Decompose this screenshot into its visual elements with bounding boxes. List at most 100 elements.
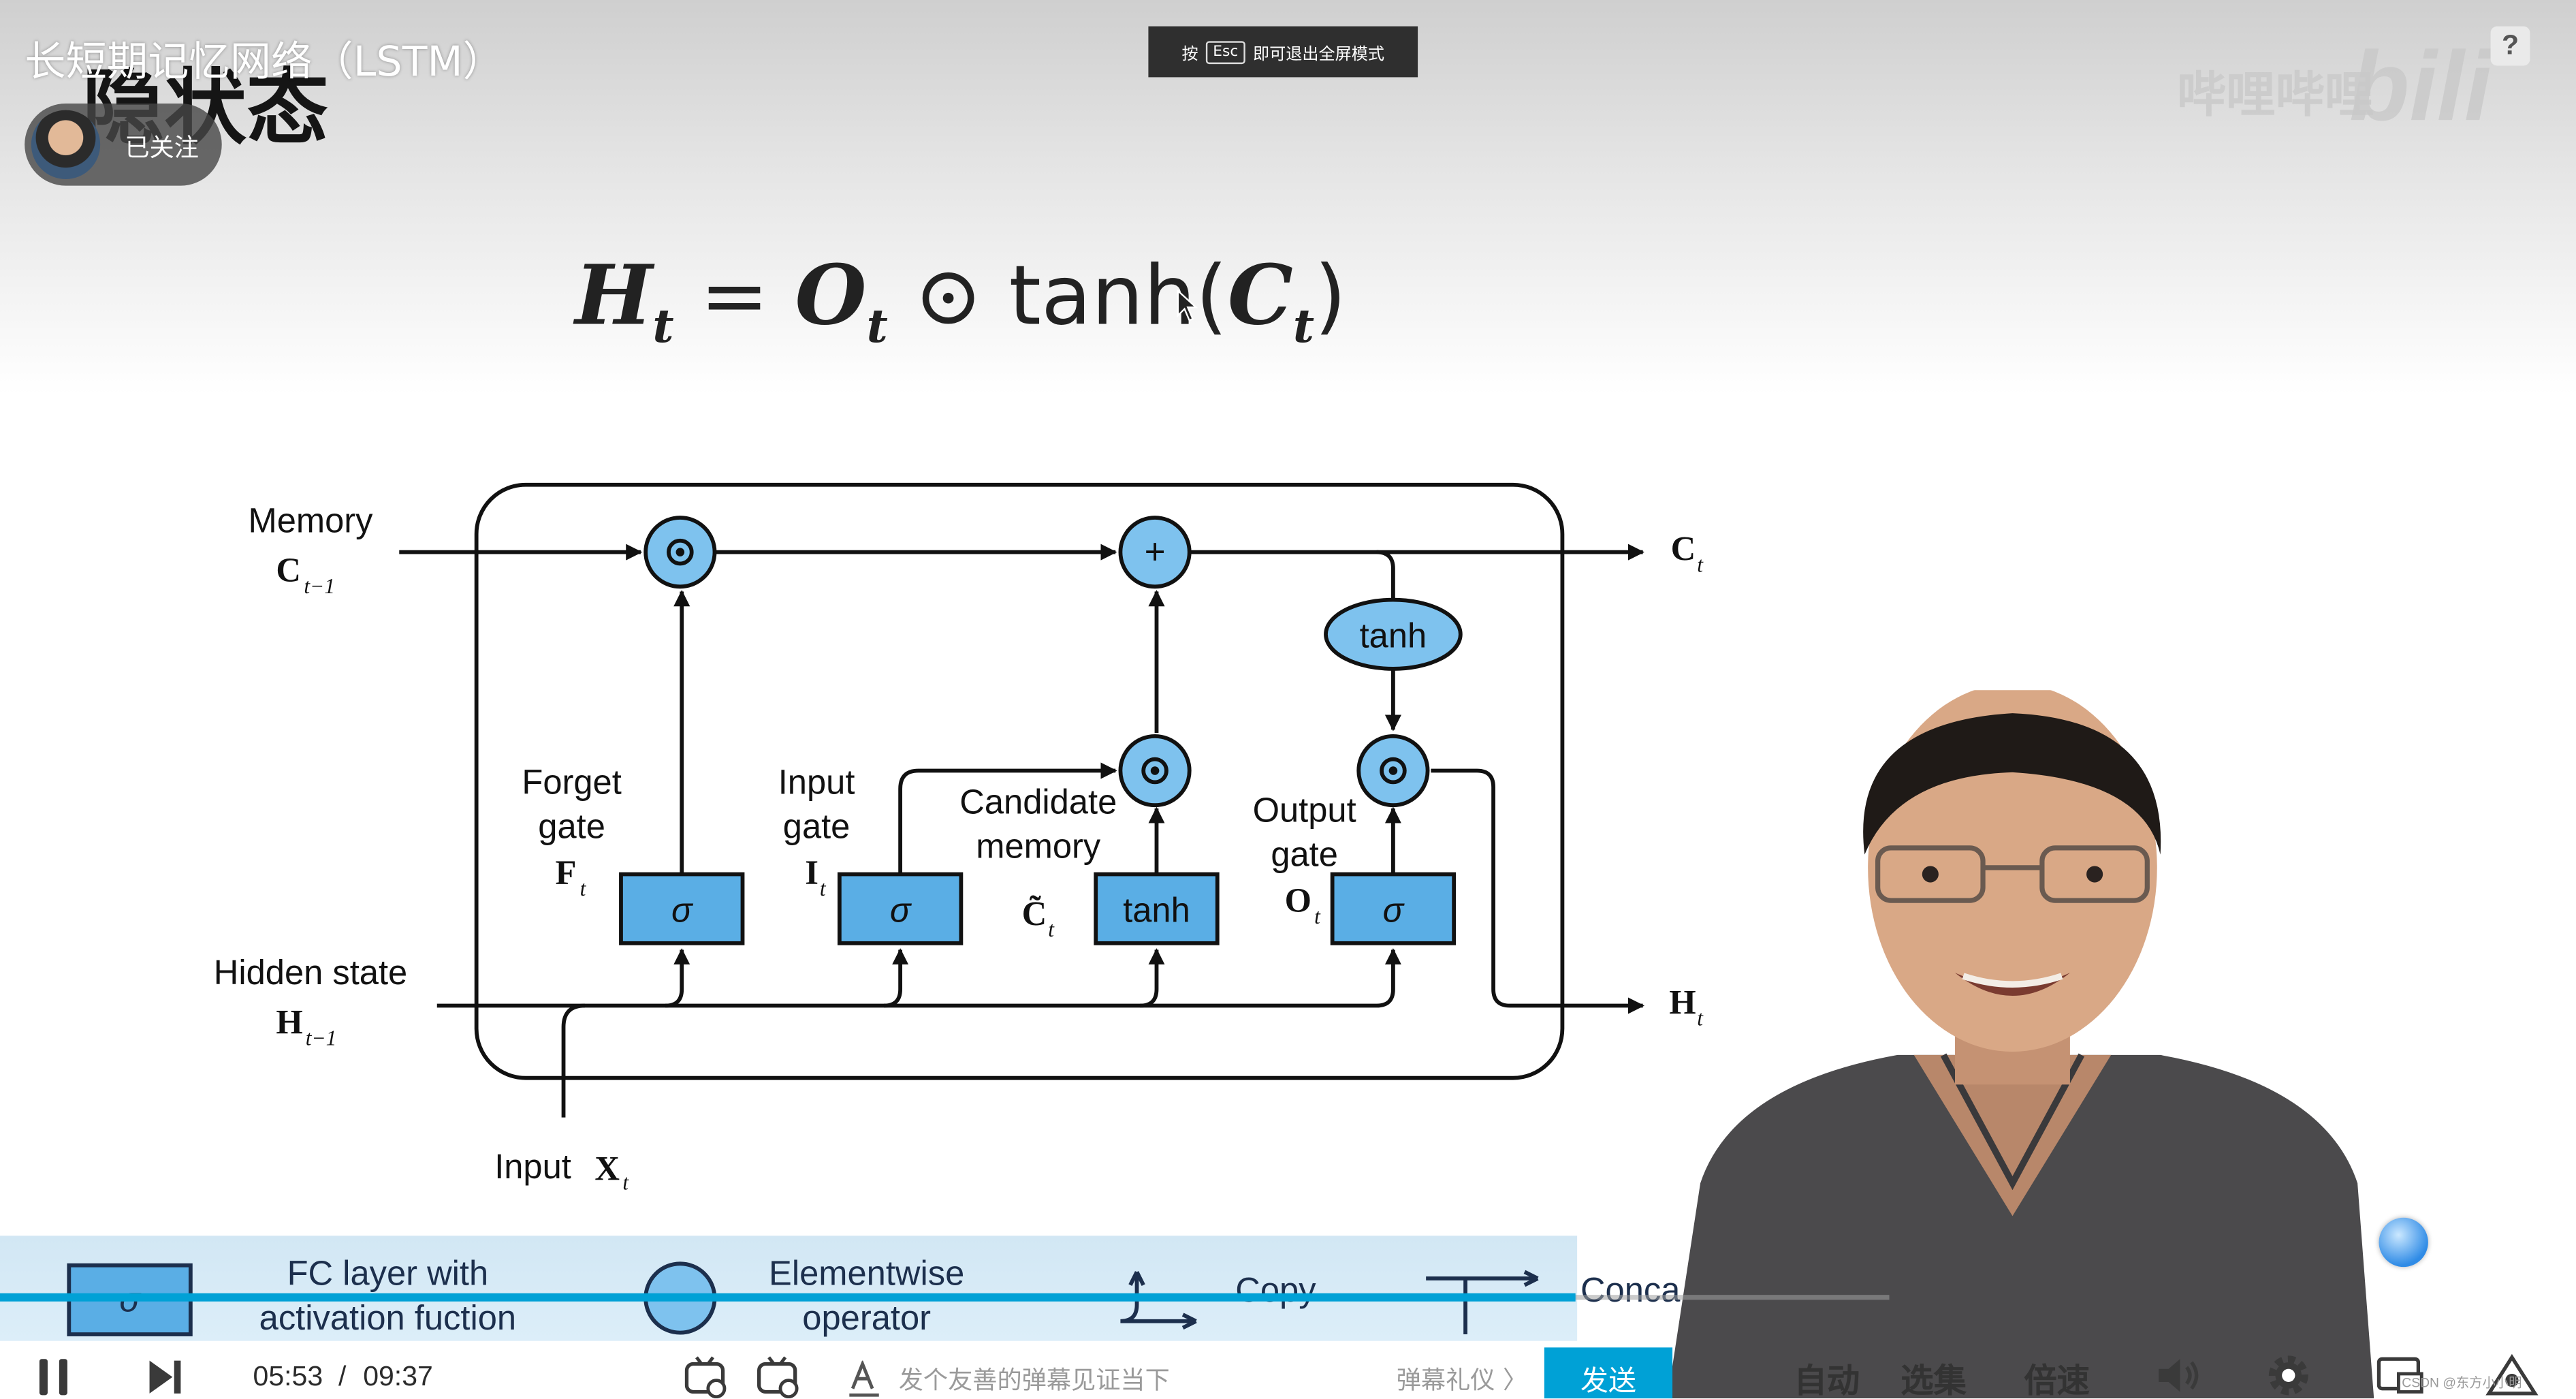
progress-played (0, 1293, 1576, 1302)
fullscreen-exit-hint: 按 Esc 即可退出全屏模式 (1148, 26, 1418, 78)
esc-hint-suffix: 即可退出全屏模式 (1253, 46, 1385, 65)
follow-label: 已关注 (125, 133, 199, 163)
time-separator: / (338, 1360, 347, 1392)
bilibili-watermark-logo: bili (2349, 31, 2492, 142)
danmaku-style-icon[interactable] (846, 1360, 882, 1397)
output-gate-box (1330, 872, 1457, 945)
x-var: X (594, 1149, 620, 1187)
tanh-activation-node (1324, 597, 1463, 671)
input-gate-box (837, 872, 964, 945)
legend-copy-icon (1120, 1272, 1196, 1323)
send-danmaku-button[interactable]: 发送 (1544, 1347, 1673, 1399)
c-tilde-sub: t (1048, 917, 1055, 941)
odot-icon (667, 538, 694, 566)
hidden-state-label: Hidden state (214, 953, 407, 992)
danmaku-input[interactable]: 发个友善的弹幕见证当下 (898, 1365, 1170, 1396)
c-prev-sub: t−1 (304, 574, 335, 598)
candidate-label-2: memory (976, 826, 1101, 865)
corner-watermark: CSDN @东方小小明 (2402, 1375, 2522, 1391)
web-fullscreen-icon[interactable] (2484, 1351, 2540, 1397)
h-out-sub: t (1697, 1006, 1704, 1030)
i-sub: t (820, 877, 827, 900)
legend-ew-line2: operator (802, 1300, 932, 1338)
pause-icon[interactable] (36, 1357, 72, 1397)
danmaku-input-box[interactable]: 发个友善的弹幕见证当下 弹幕礼仪 〉 (829, 1347, 1546, 1399)
legend-ew-line1: Elementwise (769, 1255, 965, 1293)
lstm-diagram: + tanh σ σ tanh σ Memory C t−1 Hidden st… (214, 482, 1704, 1195)
legend-concat-label: Conca (1580, 1272, 1681, 1310)
candidate-tanh-box (1094, 872, 1220, 945)
formula-o: O (795, 246, 867, 344)
progress-bar[interactable] (0, 1293, 2576, 1302)
lstm-cell-frame (474, 482, 1565, 1080)
plus-symbol: + (1145, 532, 1166, 572)
danmaku-etiquette-link[interactable]: 弹幕礼仪 〉 (1396, 1365, 1528, 1396)
x-sub: t (622, 1171, 629, 1195)
presenter-video (1667, 690, 2374, 1399)
output-sigma-label: σ (1383, 890, 1405, 929)
input-gate-label-2: gate (783, 806, 850, 845)
settings-gear-icon[interactable] (2264, 1351, 2313, 1398)
formula-h: H (575, 246, 653, 344)
mouse-cursor-icon (1177, 289, 1198, 322)
gate-boxes (619, 872, 1457, 945)
watermark-text: 哔哩哔哩 (2176, 69, 2374, 123)
formula-sub: t (652, 299, 674, 353)
formula-tanh: tanh( (1008, 248, 1228, 344)
player-controls: 05:53 / 09:37 发个友善的弹幕见证当下 弹幕礼仪 〉 发送 自动 选… (0, 1325, 2576, 1399)
follow-badge[interactable]: 已关注 (25, 103, 222, 186)
presenter-shirt (1667, 1054, 2374, 1399)
legend-elementwise-label: Elementwise operator (723, 1252, 1011, 1340)
uploader-avatar[interactable] (31, 110, 101, 179)
input-sigma-label: σ (890, 890, 912, 929)
elementwise-nodes (643, 516, 1463, 808)
memory-label: Memory (249, 501, 374, 540)
legend-copy-label: Copy (1235, 1272, 1316, 1310)
f-var: F (555, 853, 576, 892)
esc-key: Esc (1206, 40, 1245, 63)
candidate-label-1: Candidate (959, 782, 1117, 821)
esc-hint-prefix: 按 (1181, 46, 1198, 65)
input-gate-label-1: Input (778, 762, 855, 801)
hidden-state-formula: Ht = Ot ⊙ tanh(Ct) (575, 247, 1346, 353)
f-sub: t (580, 877, 587, 900)
odot-icon (1141, 757, 1168, 785)
o-sub: t (1314, 905, 1321, 928)
odot-center (1150, 766, 1160, 775)
c-prev-var: C (276, 551, 301, 589)
danmaku-settings-icon[interactable] (756, 1355, 802, 1399)
legend-strip (0, 1236, 1578, 1341)
odot-icon (1380, 757, 1407, 785)
presenter-hair (1863, 713, 2161, 855)
candidate-tanh-label: tanh (1123, 890, 1190, 929)
speed-button[interactable]: 倍速 (2024, 1360, 2090, 1399)
formula-equals: = (700, 248, 769, 344)
o-var: O (1285, 881, 1311, 919)
episodes-button[interactable]: 选集 (1901, 1360, 1967, 1399)
legend-fc-line2: activation fuction (259, 1300, 517, 1338)
h-prev-var: H (276, 1003, 302, 1041)
formula-odot: ⊙ (914, 248, 983, 344)
auto-quality-button[interactable]: 自动 (1794, 1360, 1860, 1399)
forget-gate-label-1: Forget (522, 762, 621, 801)
presenter-mouth (1955, 973, 2070, 996)
legend-concat-icon (1426, 1270, 1539, 1335)
diagram-lines (399, 482, 1645, 1118)
c-tilde-var: C̃ (1022, 894, 1047, 932)
formula-c: C (1227, 246, 1293, 344)
volume-icon[interactable] (2155, 1354, 2204, 1397)
forget-gate-box (619, 872, 745, 945)
formula-sub: t (866, 299, 888, 353)
next-icon[interactable] (146, 1359, 186, 1395)
help-button[interactable]: ? (2490, 26, 2530, 66)
danmaku-toggle-icon[interactable] (684, 1355, 730, 1399)
output-gate-label-1: Output (1253, 790, 1356, 829)
forget-gate-label-2: gate (538, 806, 605, 845)
formula-sub: t (1292, 299, 1315, 353)
floating-globe-icon[interactable] (2379, 1217, 2428, 1268)
tanh-node-label: tanh (1360, 616, 1427, 655)
video-title: 长短期记忆网络（LSTM） (25, 37, 504, 86)
picture-in-picture-icon[interactable] (2376, 1354, 2425, 1397)
h-out-var: H (1669, 984, 1696, 1022)
